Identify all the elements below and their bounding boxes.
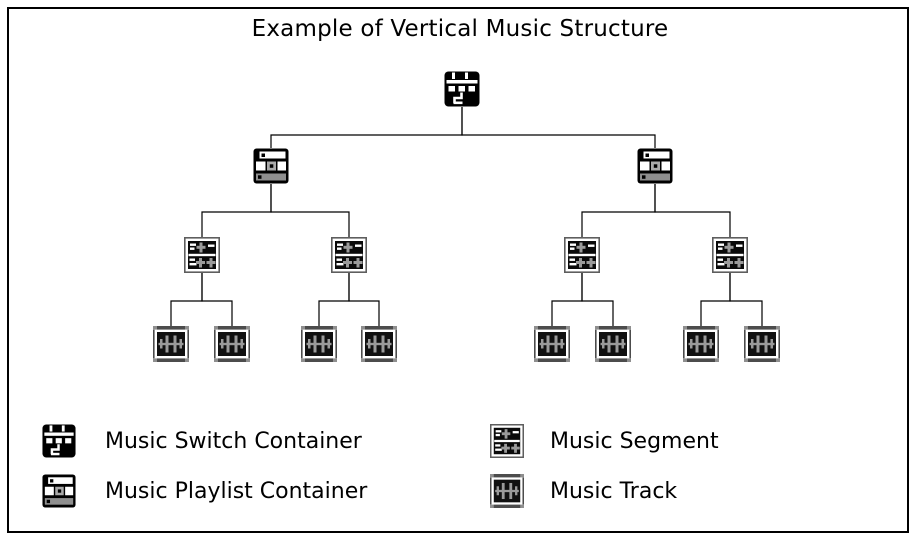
music-track-icon [683,326,719,362]
music-track-icon [361,326,397,362]
tree-node-music-track [361,326,397,362]
tree-node-music-segment [331,237,367,273]
music-segment-icon [331,237,367,273]
tree-node-music-switch-container [444,71,480,107]
music-playlist-container-icon [42,474,76,508]
music-segment-icon [490,424,524,458]
legend-label-music-track: Music Track [550,478,678,504]
music-track-icon [595,326,631,362]
legend-label-music-playlist-container: Music Playlist Container [105,478,368,504]
legend-item-music-segment: Music Segment [490,424,719,458]
tree-node-music-playlist-container [253,148,289,184]
music-track-icon [301,326,337,362]
tree-node-music-segment [184,237,220,273]
tree-node-music-track [153,326,189,362]
legend-item-music-playlist-container: Music Playlist Container [42,474,367,508]
music-playlist-container-icon [637,148,673,184]
music-track-icon [490,474,524,508]
music-track-icon [153,326,189,362]
tree-node-music-track [595,326,631,362]
tree-node-music-track [534,326,570,362]
music-switch-container-icon [42,424,76,458]
tree-node-music-playlist-container [637,148,673,184]
music-segment-icon [184,237,220,273]
music-segment-icon [564,237,600,273]
music-track-icon [744,326,780,362]
tree-node-music-track [744,326,780,362]
music-track-icon [534,326,570,362]
legend-label-music-switch-container: Music Switch Container [105,428,362,454]
tree-node-music-segment [712,237,748,273]
music-playlist-container-icon [253,148,289,184]
music-switch-container-icon [444,71,480,107]
legend-item-music-track: Music Track [490,474,677,508]
diagram-border [7,7,909,533]
tree-node-music-track [301,326,337,362]
tree-node-music-track [214,326,250,362]
legend-label-music-segment: Music Segment [550,428,719,454]
tree-node-music-track [683,326,719,362]
music-segment-icon [712,237,748,273]
legend-item-music-switch-container: Music Switch Container [42,424,362,458]
tree-node-music-segment [564,237,600,273]
diagram-title: Example of Vertical Music Structure [251,16,669,42]
music-track-icon [214,326,250,362]
